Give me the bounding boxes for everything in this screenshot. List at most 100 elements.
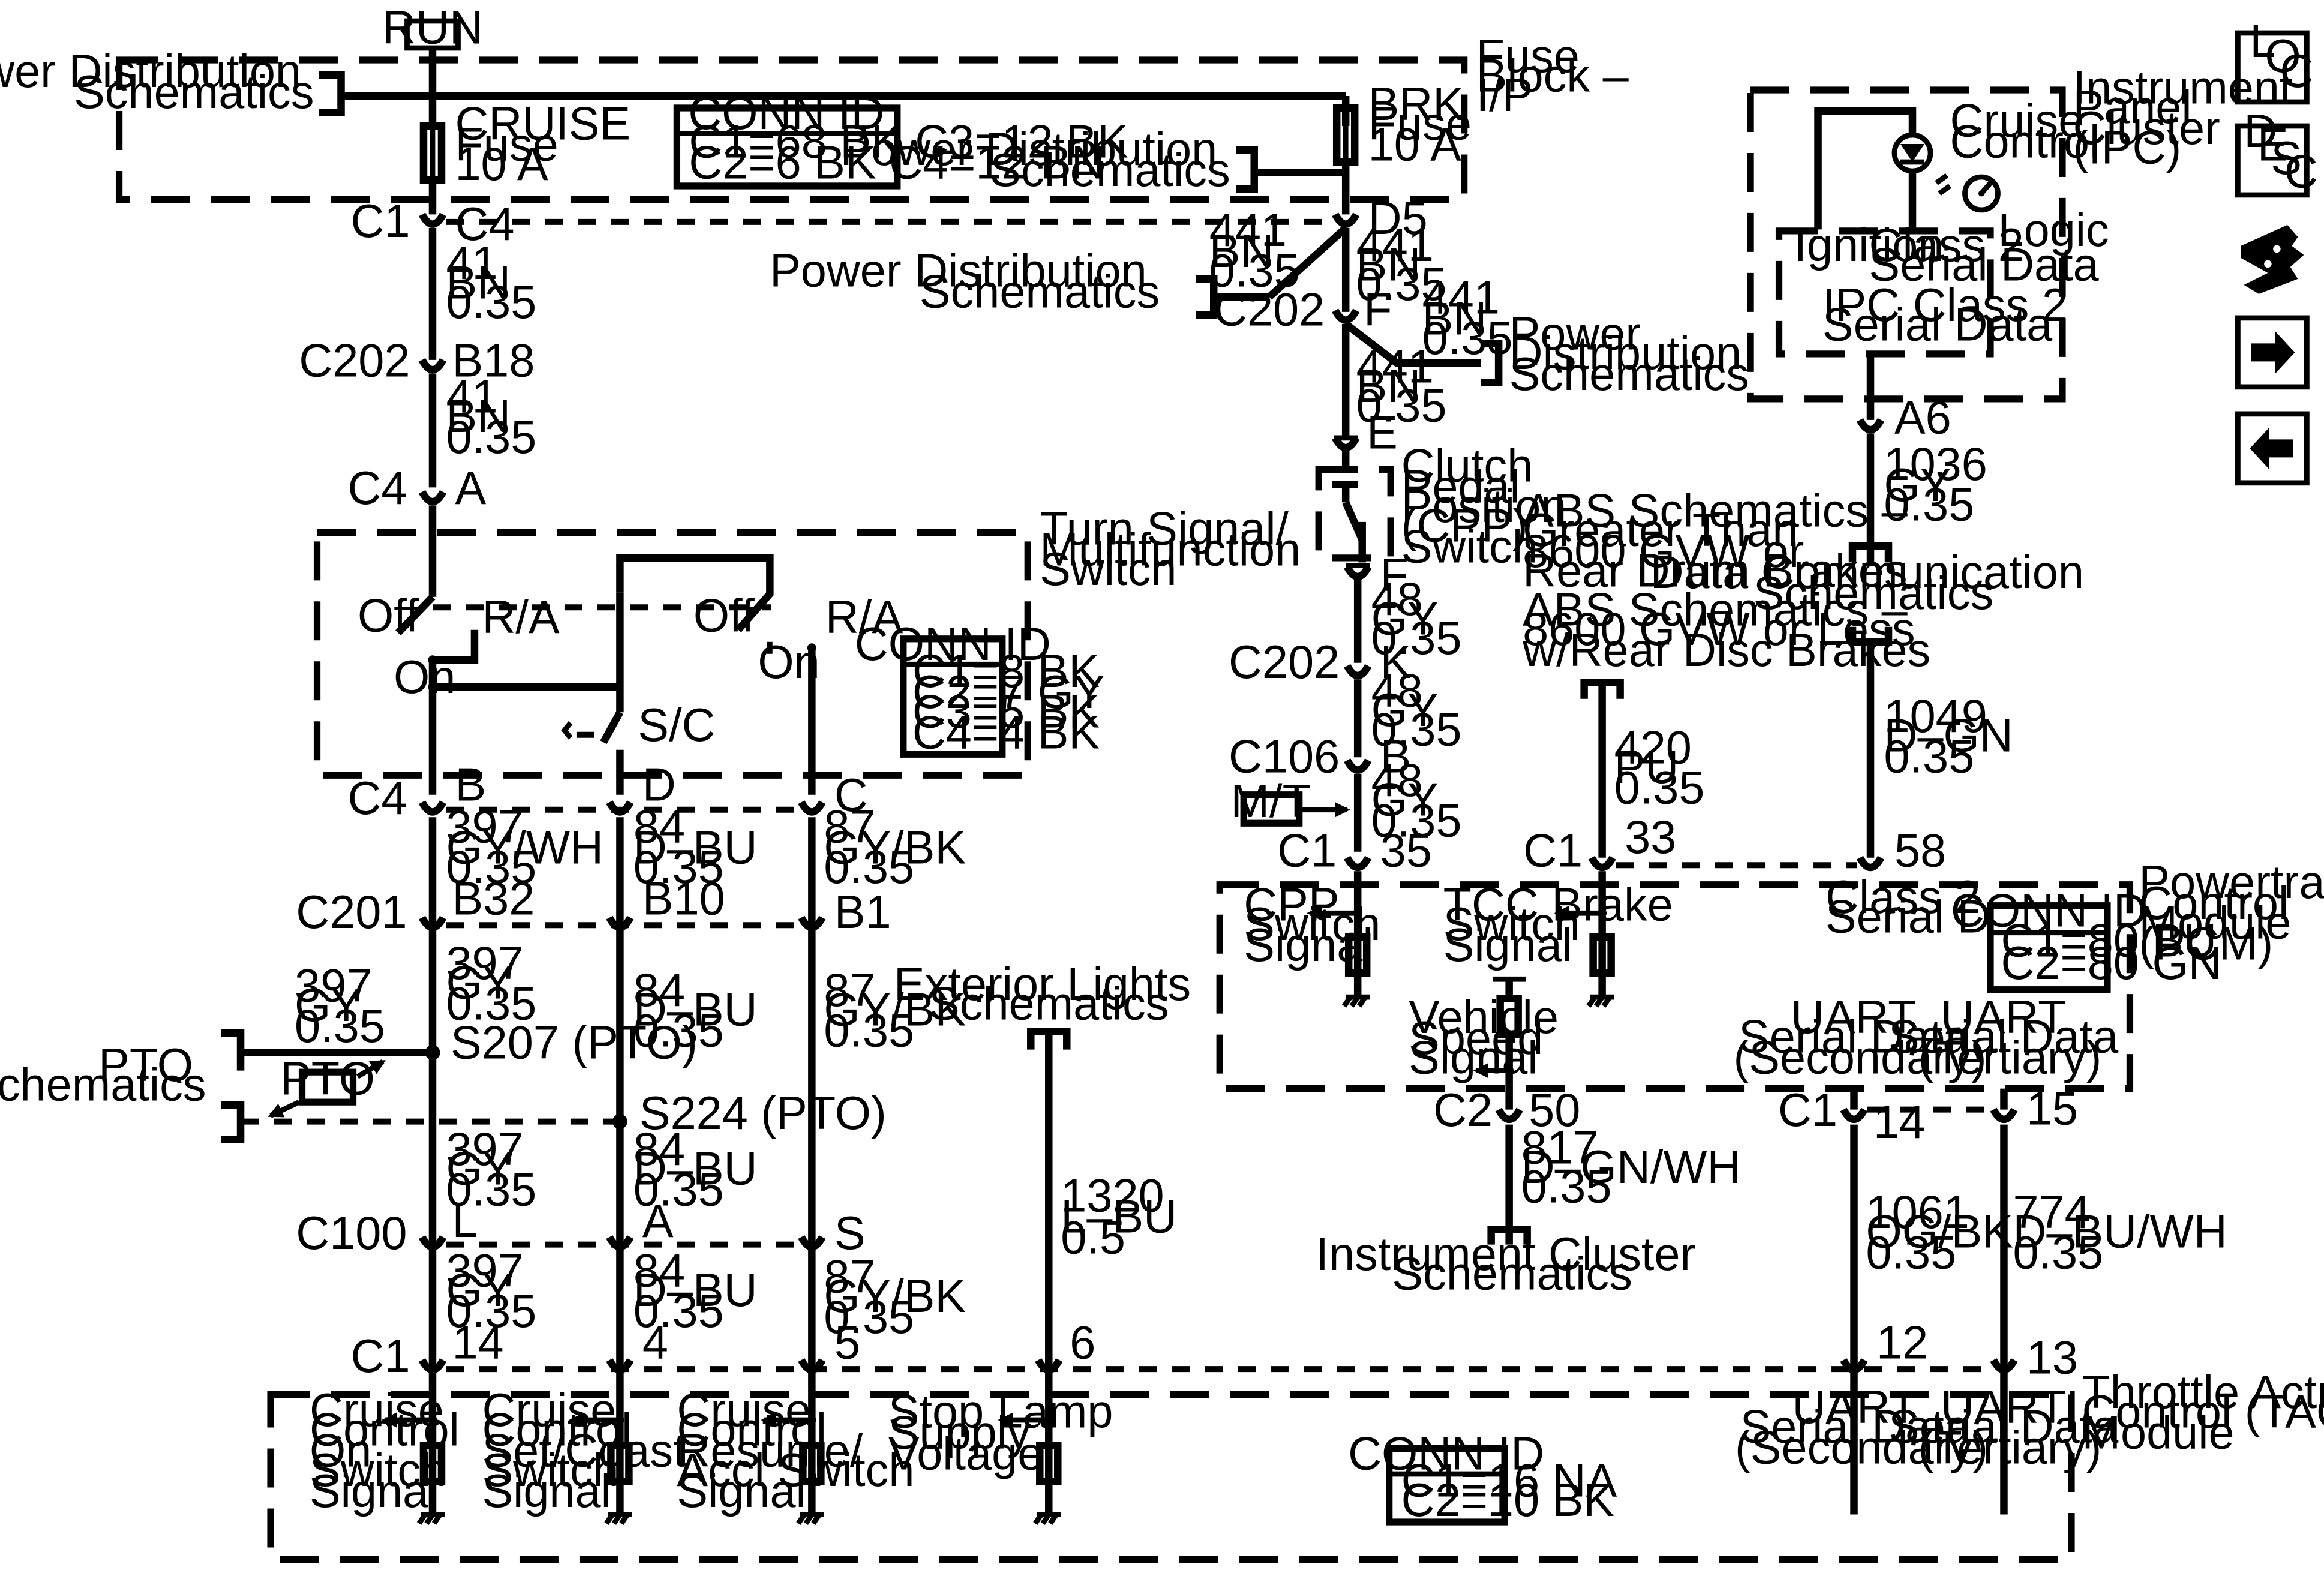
ipc-cruise-control-label: Cruise Control [1950, 95, 2100, 167]
switch-off-left: Off [358, 590, 419, 641]
conn-b18: B18 [452, 335, 535, 386]
splice-s207-label: S207 (PTO) [451, 1017, 698, 1069]
pcm-boundary [1216, 881, 2134, 1092]
wire-84-c: 84 D–BU 0.35 [633, 1124, 770, 1215]
svg-text:CONN ID: CONN ID [1951, 885, 2147, 937]
ref-exterior-lights[interactable]: Exterior Lights Schematics [894, 959, 1204, 1029]
wire-87-c: 87 GY/BK 0.35 [824, 1251, 978, 1343]
ref-power-distribution-2[interactable]: Power Distribution Schematics [840, 124, 1230, 196]
turn-signal-switch-label: Turn Signal/ Multifunction Switch [1040, 503, 1313, 595]
conn-c1-fuse: C1 [350, 196, 410, 247]
previous-page-button[interactable] [2235, 411, 2310, 486]
conn-15-pcm: 15 [2026, 1083, 2078, 1135]
wire-84-b: 84 D–BU 0.35 [633, 965, 770, 1056]
conn-35: 35 [1380, 825, 1432, 877]
ipc-class2-label: Class 2 Serial Data [1869, 220, 2100, 290]
tac-module-label: Throttle Actuator Control (TAC) Module [2082, 1367, 2324, 1458]
wire-1320: 1320 L–BU 0.5 [1061, 1170, 1190, 1264]
tac-module-boundary [267, 1391, 2075, 1563]
conn-6-tac: 6 [1070, 1317, 1095, 1369]
svg-text:S: S [2271, 133, 2302, 184]
ref-abs-greater[interactable]: ABS Schematics – Greater Than 8600 GVW o… [1523, 485, 1920, 596]
conn-c4-bottom: C4 [347, 773, 407, 824]
svg-text:C2=6 BK C4=12 BN: C2=6 BK C4=12 BN [689, 137, 1104, 188]
desc-button[interactable]: D E S C [2235, 106, 2318, 197]
conn-4-tac: 4 [642, 1317, 668, 1369]
conn-c202-k: C202 [1229, 637, 1340, 688]
splice-s224 [612, 1114, 627, 1130]
conn-a-switch: A [455, 463, 486, 514]
fuse-block-boundary [115, 56, 1468, 203]
wire-817: 817 D–GN/WH 0.35 [1521, 1122, 1753, 1213]
cpp-switch-boundary [1315, 466, 1394, 562]
ref-pto-schematics[interactable]: PTO Schematics [0, 1040, 206, 1110]
pcm-label: Powertrain Control Module (PCM) [2139, 857, 2324, 969]
wire-441-d: 441 BN 0.35 [1356, 341, 1447, 431]
pcm-cpp-resistor [1344, 933, 1371, 977]
conn-d5: D5 [1368, 193, 1428, 244]
splice-s224-label: S224 (PTO) [639, 1088, 887, 1139]
tac-signal-cruise-resume: Cruise Control Resume/ Accl Switch Signa… [677, 1385, 927, 1517]
cruise-fuse-label: CRUISE Fuse 10 A [455, 98, 643, 190]
wire-1061: 1061 OG/BK 0.35 [1866, 1187, 2026, 1278]
conn-id-tac: CONN ID C1=16 NA C2=10 BK [1348, 1428, 1617, 1526]
conn-f-top: F [1364, 284, 1392, 335]
conn-50: 50 [1529, 1085, 1580, 1136]
cruise-control-icon [1935, 173, 2001, 213]
ipc-class2-ipc-label: IPC Class 2 Serial Data [1822, 280, 2081, 350]
conn-13-tac: 13 [2026, 1332, 2078, 1384]
ref-power-distribution-1[interactable]: Power Distribution Schematics [0, 46, 314, 118]
wire-774: 774 D–BU/WH 0.35 [2013, 1187, 2240, 1278]
ref-power-distribution-4[interactable]: Power Distribution Schematics [1509, 308, 1755, 400]
conn-d-switch: D [642, 760, 676, 811]
wire-48-b: 48 GY 0.35 [1371, 665, 1462, 755]
arrow-left-icon [2250, 427, 2293, 470]
conn-c100: C100 [296, 1208, 407, 1259]
ref-power-distribution-3[interactable]: Power Distribution Schematics [770, 245, 1160, 317]
wire-41-a: 41 BN 0.35 [446, 238, 536, 328]
wire-84-a: 84 D–BU 0.35 [633, 801, 770, 893]
conn-b-switch: B [455, 760, 486, 811]
pcm-signal-tcc: TCC Brake Switch Signal [1443, 879, 1686, 971]
arrow-right-icon [2251, 331, 2295, 374]
conn-33: 33 [1625, 812, 1676, 863]
pcm-signal-cpp: CPP Switch Signal [1244, 879, 1394, 971]
svg-text:C2=80 GN: C2=80 GN [2001, 938, 2221, 989]
svg-text:L: L [2250, 16, 2275, 67]
conn-c1-pcm-c: C1 [1778, 1085, 1837, 1136]
conn-c106: C106 [1229, 731, 1340, 782]
wire-84-d: 84 D–BU 0.35 [633, 1245, 770, 1337]
connector-end-view-icon[interactable] [2241, 224, 2304, 294]
wire-441-a: 441 BN 0.35 [1209, 205, 1300, 296]
svg-text:E: E [2257, 119, 2289, 170]
conn-id-pcm: CONN ID C1=80 BU C2=80 GN [1951, 885, 2222, 993]
conn-b32: B32 [452, 873, 535, 925]
conn-e: E [1367, 407, 1398, 458]
ref-instrument-cluster[interactable]: Instrument Cluster Schematics [1316, 1229, 1708, 1299]
conn-c4-fuse: C4 [455, 199, 514, 250]
svg-text:C: C [2280, 46, 2313, 97]
ipc-boundary [1747, 86, 2066, 403]
conn-12-tac: 12 [1876, 1317, 1928, 1369]
svg-text:C: C [2284, 146, 2318, 197]
switch-sc: S/C [638, 700, 715, 751]
wire-41-b: 41 BN 0.35 [446, 371, 536, 463]
run-label: RUN [382, 2, 483, 53]
switch-on-left: On [394, 652, 455, 703]
wire-441-c: 441 BN 0.35 [1422, 272, 1513, 364]
conn-c2-pcm: C2 [1433, 1085, 1493, 1136]
conn-a-c100: A [642, 1196, 674, 1247]
mt-option-tag: M/T [1231, 776, 1311, 827]
next-page-button[interactable] [2235, 315, 2310, 390]
switch-ra-right: R/A [825, 592, 903, 643]
ref-data-communication[interactable]: Data Communication Schematics [1650, 547, 2097, 619]
conn-14-pcm: 14 [1873, 1097, 1925, 1148]
tac-load-stop-lamp [998, 1412, 1062, 1525]
tac-load-cruise-res [761, 1412, 825, 1525]
conn-s: S [834, 1208, 866, 1259]
loc-button[interactable]: L O C [2235, 16, 2313, 105]
ipc-label: Instrument Panel Cluster (IPC) [2073, 62, 2305, 173]
svg-text:M/T: M/T [1231, 776, 1311, 827]
run-label-box: RUN [382, 2, 483, 53]
wire-397-b: 397 GY 0.35 [446, 938, 536, 1029]
